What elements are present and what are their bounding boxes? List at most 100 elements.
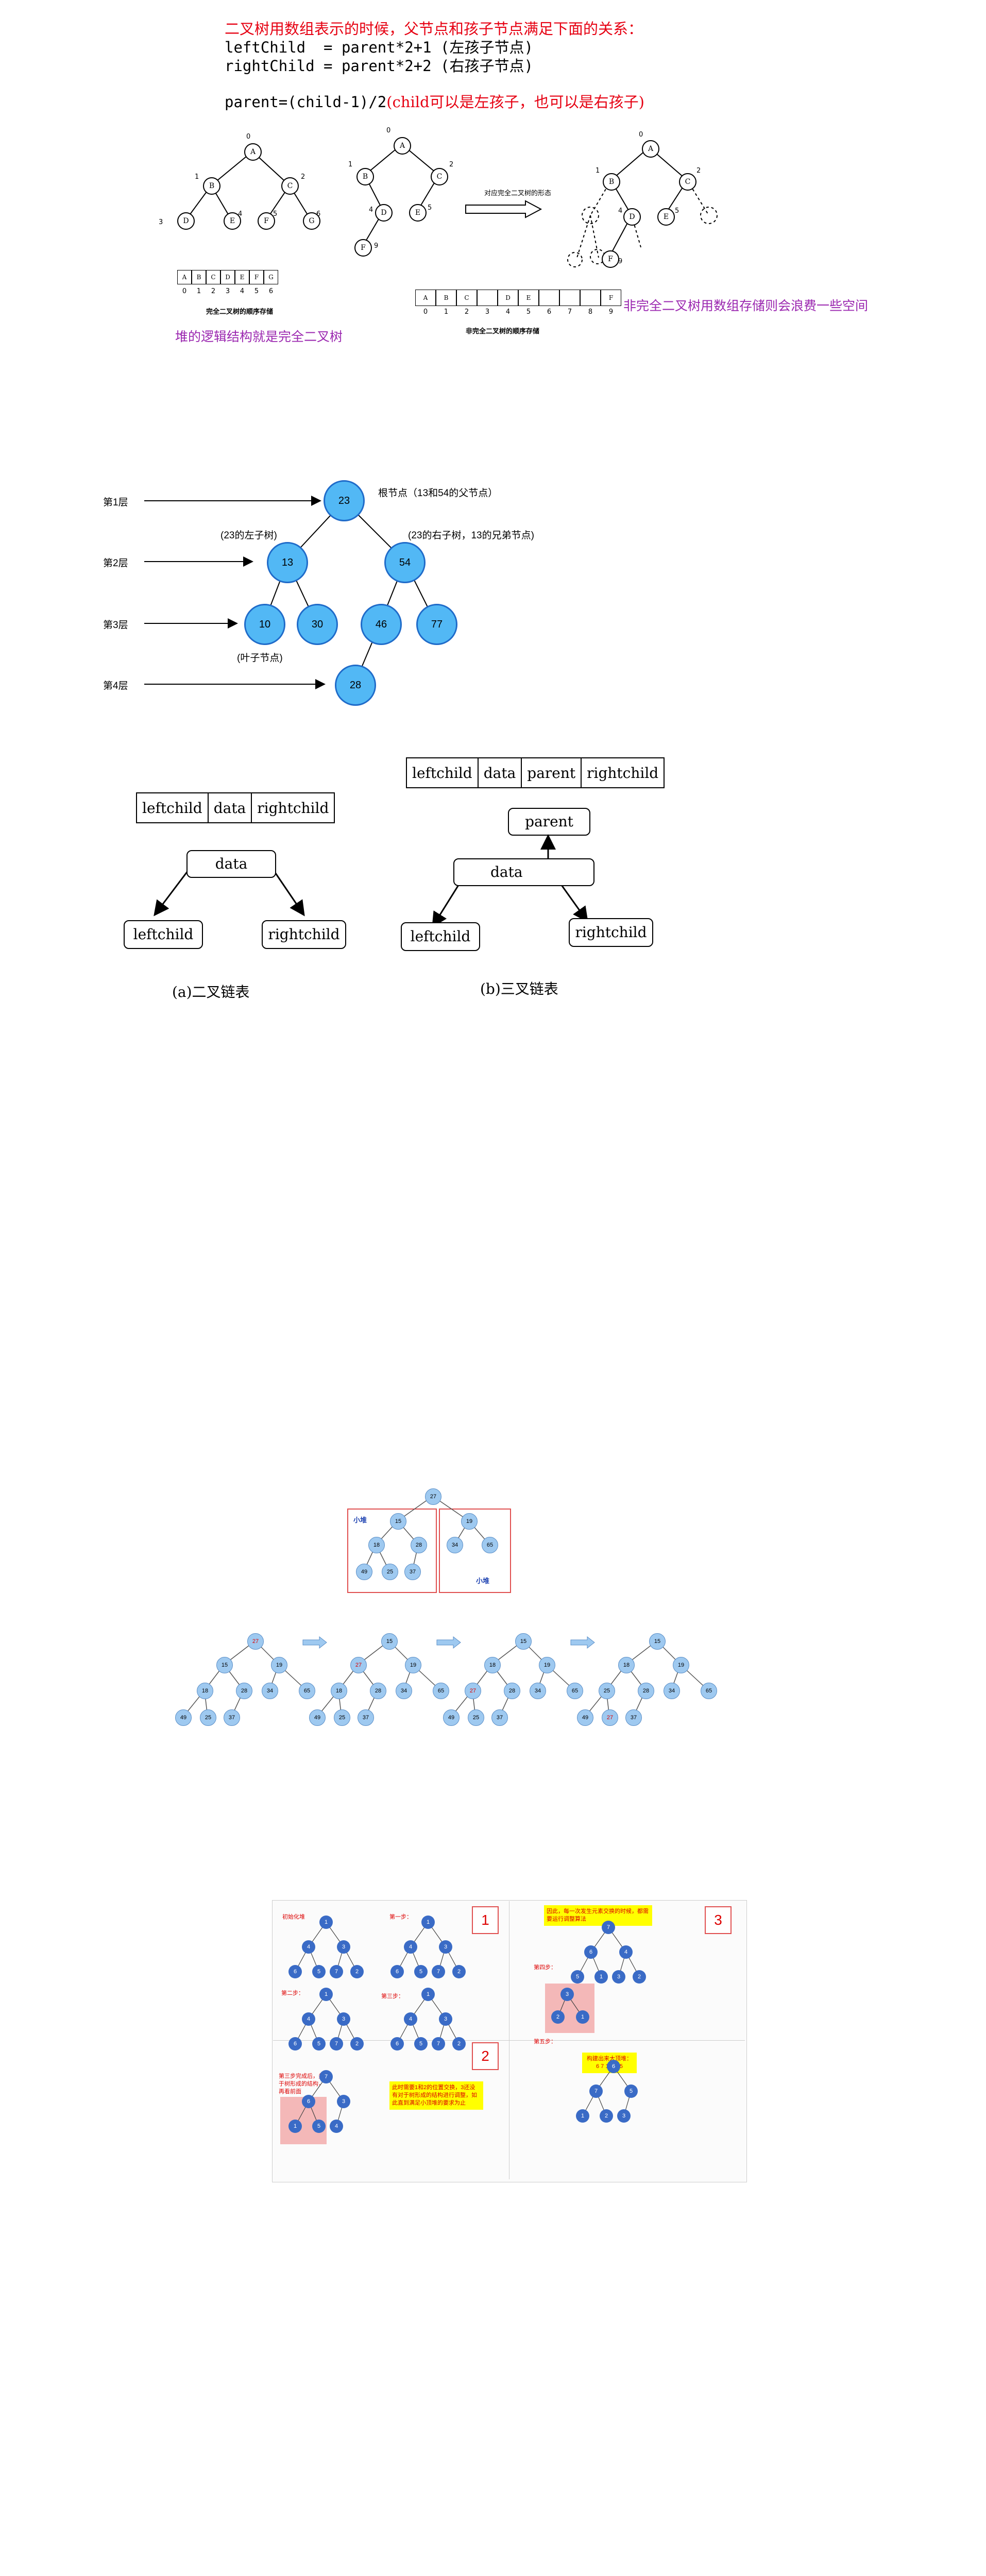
- build-heap-node: 2: [350, 2037, 364, 2050]
- heap-step-node: 34: [664, 1683, 680, 1699]
- build-heap-node: 6: [607, 2060, 620, 2073]
- ternary-data-node: data: [453, 858, 594, 886]
- heap-step-node: 34: [396, 1683, 412, 1699]
- complete-tree-diagram: [185, 151, 312, 221]
- build-heap-node: 7: [330, 1965, 343, 1978]
- array-index: 0: [182, 287, 187, 295]
- build-heap-node: 7: [589, 2084, 603, 2098]
- heap-step-node: 65: [433, 1683, 449, 1699]
- array-cell: [477, 290, 498, 306]
- array-index: 5: [254, 287, 259, 295]
- heap-step-node: 15: [649, 1633, 666, 1650]
- build-heap-node: 2: [452, 1965, 466, 1978]
- build-heap-node: 2: [633, 1970, 646, 1984]
- build-heap-node: 6: [390, 2037, 404, 2050]
- build-heap-node: 1: [576, 2010, 589, 2024]
- build-heap-node: 6: [390, 1965, 404, 1978]
- t3-node-f: F: [602, 250, 619, 268]
- panel-label-step4: 第四步：: [534, 1964, 556, 1971]
- build-heap-node: 3: [560, 1988, 574, 2001]
- t2-node-d: D: [375, 204, 393, 222]
- binary-right-child: rightchild: [262, 920, 346, 949]
- heap-step-node: 37: [224, 1709, 240, 1726]
- binary-data-node: data: [186, 850, 276, 878]
- build-heap-node: 2: [551, 2010, 565, 2024]
- heap-step-node: 18: [197, 1683, 213, 1699]
- array-cell: [580, 290, 601, 306]
- build-heap-node: 4: [404, 2012, 417, 2026]
- array-cell: [559, 290, 580, 306]
- right-heap-node: 65: [482, 1537, 498, 1553]
- incomplete-tree-caption: 非完全二叉树的顺序存储: [466, 328, 540, 335]
- array-cell: C: [456, 290, 477, 306]
- build-heap-node: 1: [421, 1988, 435, 2001]
- heap-step-node: 65: [701, 1683, 717, 1699]
- t2-index-9: 9: [374, 242, 379, 250]
- build-heap-node: 6: [584, 1945, 598, 1959]
- build-heap-node: 7: [432, 1965, 445, 1978]
- build-heap-node: 5: [414, 2037, 428, 2050]
- leaf-annotation: (叶子节点): [237, 653, 283, 664]
- build-heap-node: 1: [421, 1916, 435, 1929]
- build-heap-node: 6: [302, 2095, 315, 2108]
- t2-node-e: E: [409, 204, 427, 222]
- t3-node-b: B: [603, 173, 620, 191]
- array-cell: A: [177, 270, 192, 284]
- array-cell: C: [206, 270, 220, 284]
- waste-note: 非完全二叉树用数组存储则会浪费一些空间: [623, 298, 869, 313]
- transform-arrow-label: 对应完全二叉树的形态: [484, 190, 552, 197]
- complete-tree-caption: 完全二叉树的顺序存储: [206, 308, 274, 316]
- build-heap-node: 3: [337, 2012, 350, 2026]
- array-index: 7: [567, 308, 572, 316]
- right-heap-label: 小堆: [476, 1578, 490, 1585]
- t3-index-5: 5: [675, 207, 679, 215]
- left-subtree-annotation: (23的左子树): [220, 530, 277, 541]
- build-heap-node: 2: [350, 1965, 364, 1978]
- tree-node-23: 23: [324, 480, 365, 521]
- transform-arrow-icon: [465, 200, 542, 218]
- t2-node-c: C: [431, 168, 448, 185]
- build-heap-node: 3: [337, 2095, 350, 2108]
- array-cell: G: [264, 270, 278, 284]
- t2-node-a: A: [394, 137, 411, 155]
- t1-index-0: 0: [246, 133, 251, 141]
- panel-divider-h: [273, 2040, 745, 2041]
- heap-step-node: 18: [484, 1657, 501, 1673]
- heap-step-node: 27: [465, 1683, 481, 1699]
- level-2-label: 第2层: [103, 558, 128, 569]
- tri-cell-left: leftchild: [407, 758, 479, 787]
- left-heap-node: 37: [404, 1564, 421, 1580]
- build-heap-node: 1: [319, 1988, 333, 2001]
- heap-step-node: 19: [271, 1657, 287, 1673]
- heap-step-node: 25: [200, 1709, 216, 1726]
- left-heap-box: [347, 1509, 437, 1593]
- heap-note: 堆的逻辑结构就是完全二叉树: [175, 329, 343, 344]
- right-heap-node: 19: [461, 1513, 478, 1530]
- note-adjust-each-swap: 因此，每一次发生元素交换的时候，都需要运行调整算法: [544, 1905, 652, 1926]
- heap-step-node: 28: [504, 1683, 520, 1699]
- heap-step-node: 18: [331, 1683, 347, 1699]
- heap-step-node: 19: [673, 1657, 689, 1673]
- heap-step-node: 65: [567, 1683, 583, 1699]
- build-heap-node: 3: [337, 1940, 350, 1954]
- t2-index-1: 1: [348, 161, 353, 168]
- tri-cell-data: data: [479, 758, 522, 787]
- t1-node-c: C: [281, 177, 299, 195]
- array-index: 9: [608, 308, 614, 316]
- right-child-formula: rightChild = parent*2+2 (右孩子节点): [225, 57, 533, 75]
- build-heap-node: 7: [602, 1921, 615, 1934]
- array-cell: F: [249, 270, 264, 284]
- heap-step-node: 28: [370, 1683, 386, 1699]
- t2-node-f: F: [354, 239, 372, 257]
- t3-index-2: 2: [696, 167, 701, 175]
- build-heap-node: 4: [302, 1940, 315, 1954]
- array-index: 4: [505, 308, 511, 316]
- left-heap-node: 18: [368, 1537, 385, 1553]
- tri-cell-right: rightchild: [587, 764, 659, 782]
- build-heap-node: 5: [624, 2084, 638, 2098]
- array-cell: F: [601, 290, 621, 306]
